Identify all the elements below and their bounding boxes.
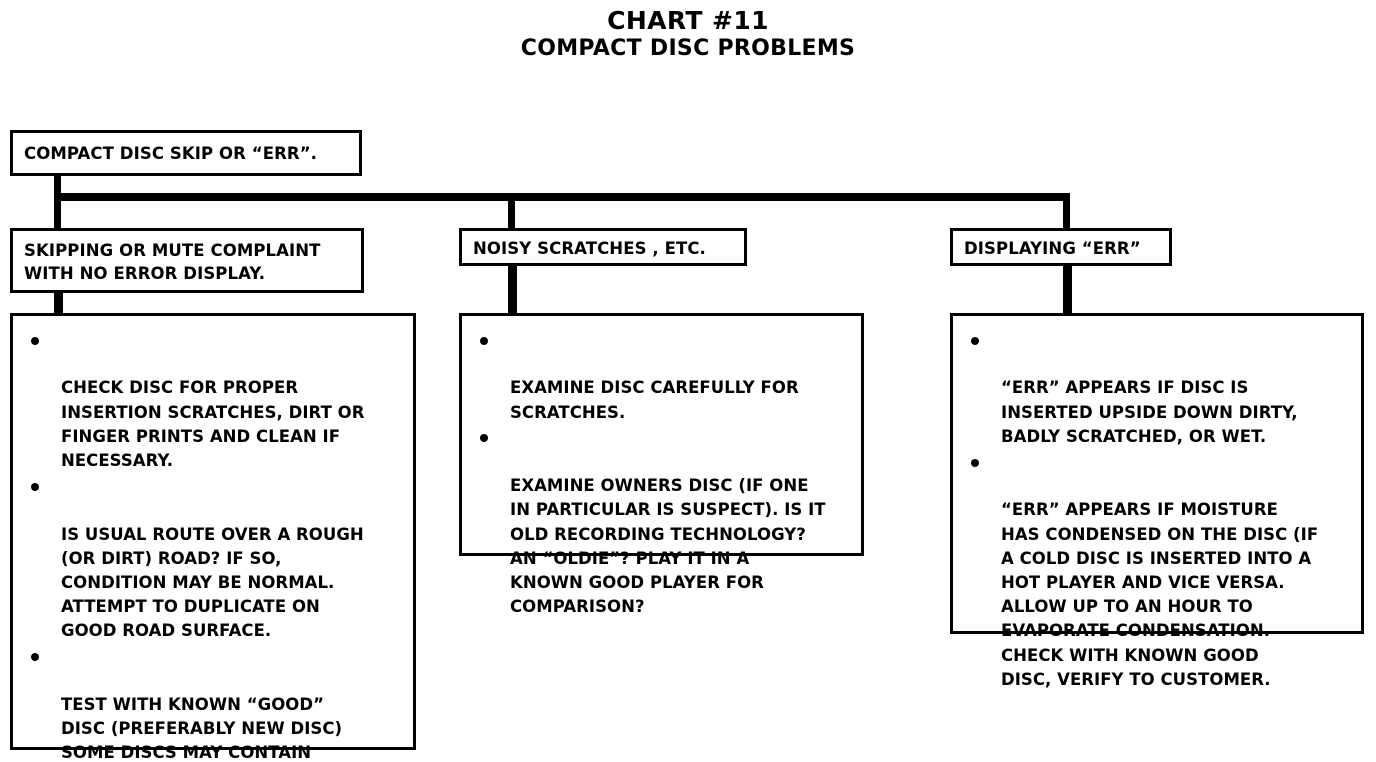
details-box-skipping-or-mute: CHECK DISC FOR PROPER INSERTION SCRATCHE… bbox=[10, 313, 416, 762]
bullet-dot-icon bbox=[480, 336, 488, 345]
bullet-dot-icon bbox=[31, 336, 39, 345]
list-item: IS USUAL ROUTE OVER A ROUGH (OR DIRT) RO… bbox=[13, 474, 405, 643]
connector-category-0-to-details bbox=[54, 291, 63, 315]
list-item-text: CHECK DISC FOR PROPER INSERTION SCRATCHE… bbox=[61, 378, 365, 471]
list-item: TEST WITH KNOWN “GOOD” DISC (PREFERABLY … bbox=[13, 645, 405, 762]
node-category-2-label: DISPLAYING “ERR” bbox=[964, 239, 1141, 258]
node-category-1-label: NOISY SCRATCHES , ETC. bbox=[473, 239, 706, 258]
details-box-displaying-err: “ERR” APPEARS IF DISC IS INSERTED UPSIDE… bbox=[950, 313, 1364, 689]
node-root-symptom-label: COMPACT DISC SKIP OR “ERR”. bbox=[24, 144, 318, 163]
list-item-text: IS USUAL ROUTE OVER A ROUGH (OR DIRT) RO… bbox=[61, 524, 364, 641]
list-item: EXAMINE OWNERS DISC (IF ONE IN PARTICULA… bbox=[462, 426, 853, 620]
chart-title-block: CHART #11 COMPACT DISC PROBLEMS bbox=[0, 6, 1376, 62]
list-item: “ERR” APPEARS IF DISC IS INSERTED UPSIDE… bbox=[953, 328, 1353, 449]
bullet-dot-icon bbox=[971, 336, 979, 345]
bullet-dot-icon bbox=[31, 482, 39, 491]
connector-category-1-to-details bbox=[508, 264, 517, 315]
page-subtitle: COMPACT DISC PROBLEMS bbox=[520, 36, 856, 61]
node-category-displaying-err: DISPLAYING “ERR” bbox=[950, 228, 1172, 266]
node-category-skipping-or-mute: SKIPPING OR MUTE COMPLAINT WITH NO ERROR… bbox=[10, 228, 364, 293]
bullet-dot-icon bbox=[971, 458, 979, 467]
node-category-0-label: SKIPPING OR MUTE COMPLAINT WITH NO ERROR… bbox=[24, 241, 321, 283]
details-list-0: CHECK DISC FOR PROPER INSERTION SCRATCHE… bbox=[13, 316, 413, 762]
list-item-text: “ERR” APPEARS IF DISC IS INSERTED UPSIDE… bbox=[1001, 378, 1298, 446]
node-root-symptom: COMPACT DISC SKIP OR “ERR”. bbox=[10, 130, 362, 176]
connector-horizontal-bus bbox=[54, 193, 1070, 201]
details-list-1: EXAMINE DISC CAREFULLY FOR SCRATCHES. EX… bbox=[462, 316, 861, 619]
connector-drop-to-category-1 bbox=[508, 193, 515, 231]
bullet-dot-icon bbox=[31, 653, 39, 662]
list-item-text: “ERR” APPEARS IF MOISTURE HAS CONDENSED … bbox=[1001, 500, 1319, 689]
list-item-text: EXAMINE OWNERS DISC (IF ONE IN PARTICULA… bbox=[510, 476, 826, 617]
bullet-dot-icon bbox=[480, 434, 488, 443]
list-item-text: EXAMINE DISC CAREFULLY FOR SCRATCHES. bbox=[510, 378, 799, 422]
details-box-noisy-scratches: EXAMINE DISC CAREFULLY FOR SCRATCHES. EX… bbox=[459, 313, 864, 616]
list-item: EXAMINE DISC CAREFULLY FOR SCRATCHES. bbox=[462, 328, 853, 425]
node-category-noisy-scratches: NOISY SCRATCHES , ETC. bbox=[459, 228, 747, 266]
connector-category-2-to-details bbox=[1063, 264, 1072, 315]
list-item: “ERR” APPEARS IF MOISTURE HAS CONDENSED … bbox=[953, 450, 1353, 692]
connector-root-drop bbox=[54, 176, 61, 197]
connector-drop-to-category-0 bbox=[54, 193, 61, 231]
connector-drop-to-category-2 bbox=[1063, 193, 1070, 231]
list-item-text: TEST WITH KNOWN “GOOD” DISC (PREFERABLY … bbox=[61, 695, 343, 762]
list-item: CHECK DISC FOR PROPER INSERTION SCRATCHE… bbox=[13, 328, 405, 473]
page-title: CHART #11 bbox=[607, 6, 769, 35]
details-list-2: “ERR” APPEARS IF DISC IS INSERTED UPSIDE… bbox=[953, 316, 1361, 692]
